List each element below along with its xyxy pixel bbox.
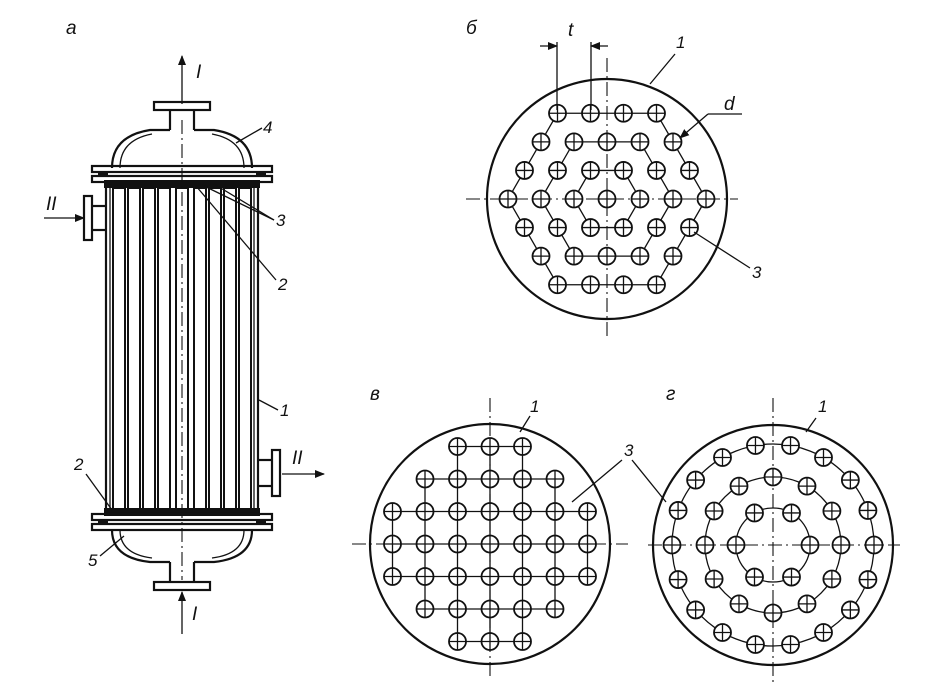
panel-label-a: а [66, 18, 77, 39]
label-v-3: 3 [624, 441, 634, 460]
panel-g-concentric-layout: г 1 [648, 384, 900, 682]
top-tube-sheet [104, 180, 260, 188]
shell-outlet-nozzle [258, 448, 282, 498]
label-3: 3 [276, 211, 286, 230]
panel-b-hexagonal-layout: б t 1 d 3 [466, 18, 762, 340]
flow-II-out-label: II [292, 448, 303, 469]
panel-v-square-layout: в 1 3 [352, 384, 667, 680]
bottom-nozzle [152, 562, 212, 592]
bottom-tube-sheet [104, 508, 260, 516]
label-1: 1 [280, 401, 289, 420]
bottom-head [110, 529, 254, 564]
panel-label-g: г [666, 384, 675, 405]
flow-I-top-label: I [196, 62, 202, 83]
tube-sheet-circle-b [485, 77, 729, 321]
panel-label-b: б [466, 18, 478, 39]
shell-inlet-nozzle [82, 194, 106, 242]
panel-a-exchanger: а I 4 [44, 18, 325, 634]
flow-II-in-label: II [46, 194, 57, 215]
bottom-flange [90, 512, 274, 522]
top-nozzle [152, 100, 212, 130]
label-d: d [724, 94, 736, 115]
label-2-top: 2 [277, 275, 288, 294]
tube-bundle [112, 187, 252, 511]
label-b-3: 3 [752, 263, 762, 282]
label-g-1: 1 [818, 397, 827, 416]
label-v-1: 1 [530, 397, 539, 416]
pitch-t-label: t [568, 20, 574, 41]
label-5: 5 [88, 551, 98, 570]
flow-I-bottom-label: I [192, 604, 198, 625]
label-4: 4 [263, 118, 272, 137]
label-2-bottom: 2 [73, 455, 84, 474]
label-b-1: 1 [676, 33, 685, 52]
panel-label-v: в [370, 384, 380, 405]
